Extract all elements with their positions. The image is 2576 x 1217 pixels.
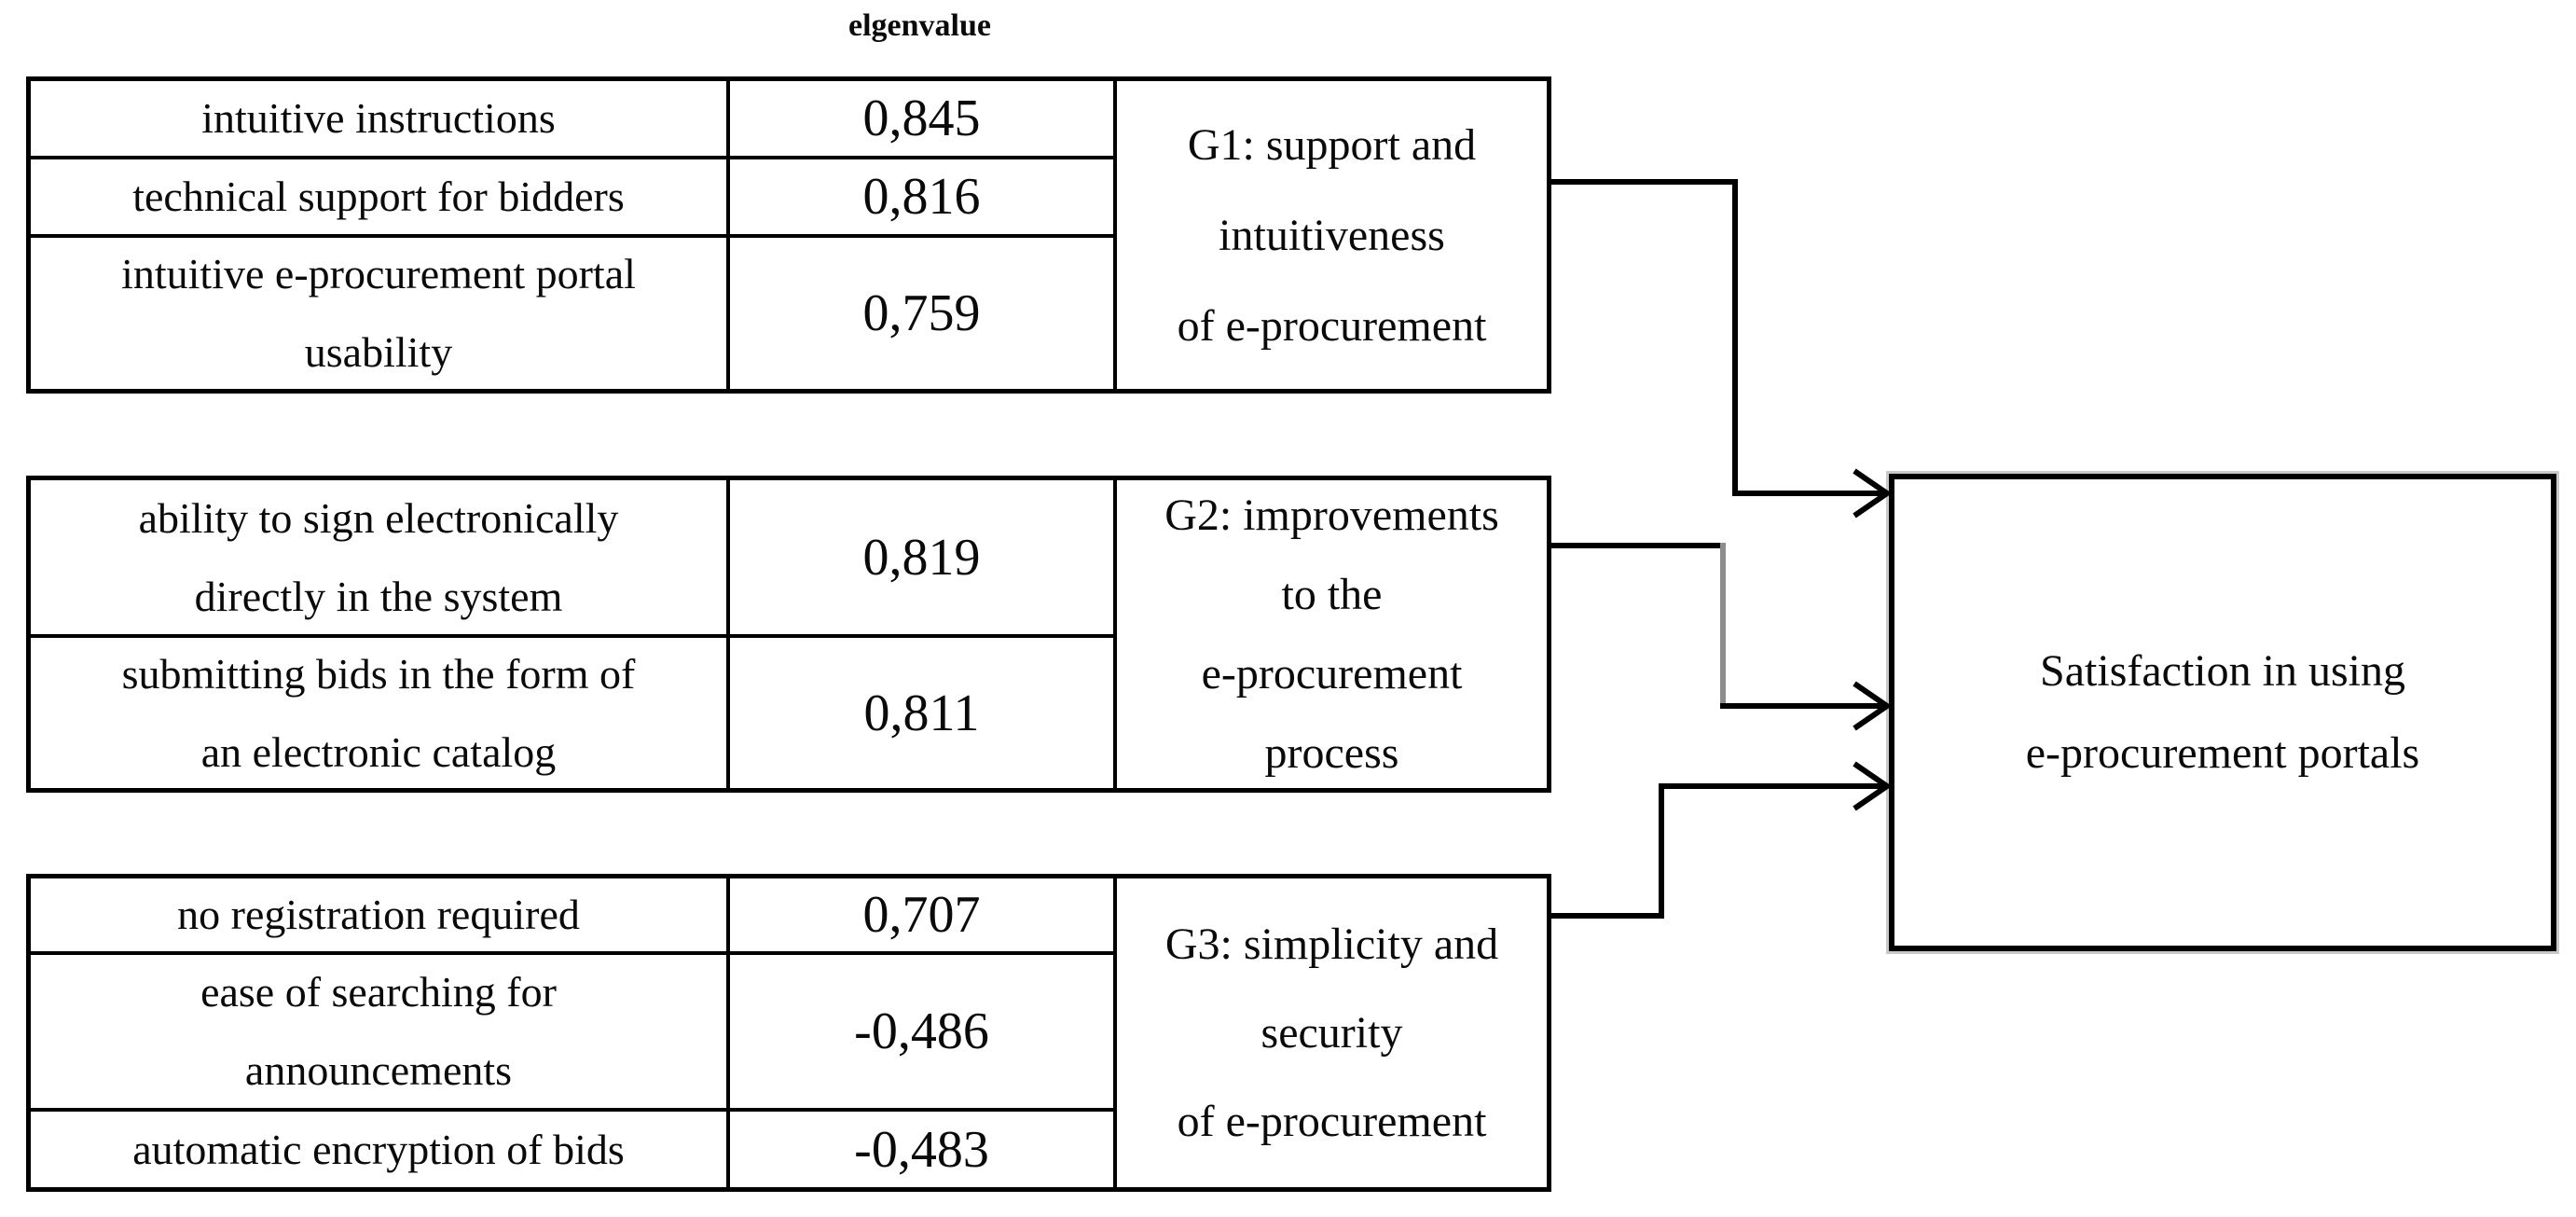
factor-label-line: directly in the system [194, 572, 563, 620]
eigenvalue-column-header: elgenvalue [848, 8, 991, 43]
eigenvalue-value-cell: 0,816 [726, 156, 1113, 234]
eigenvalue-value-cell: 0,845 [726, 81, 1113, 156]
g1-arrowhead-icon [1853, 468, 1893, 519]
factor-label-line: usability [304, 328, 453, 376]
factor-label-line: announcements [244, 1046, 513, 1094]
g1-connector-line [1551, 179, 1885, 496]
factor-label-cell: intuitive e-procurement portal usability [31, 234, 726, 389]
group-label-line: of e-procurement [1177, 1097, 1487, 1146]
factor-label-line: technical support for bidders [132, 173, 625, 220]
eigenvalue-value-cell: 0,819 [726, 480, 1113, 634]
group-label-line: e-procurement [1201, 649, 1463, 698]
factor-label-line: no registration required [177, 891, 580, 938]
factor-label-cell: intuitive instructions [31, 81, 726, 156]
factor-label-cell: ability to sign electronically directly … [31, 480, 726, 634]
outcome-label-line: e-procurement portals [2025, 728, 2420, 778]
eigenvalue-value-cell: 0,707 [726, 878, 1113, 951]
outcome-label-line: Satisfaction in using [2040, 646, 2405, 696]
g3-connector-line [1551, 783, 1885, 919]
factor-label-line: intuitive e-procurement portal [121, 250, 636, 297]
factor-label-cell: ease of searching for announcements [31, 951, 726, 1108]
group-label-cell-g2: G2: improvements to the e-procurement pr… [1113, 480, 1547, 788]
group-label-line: of e-procurement [1177, 300, 1487, 351]
factor-label-line: intuitive instructions [201, 94, 556, 142]
group-label-line: G1: support and [1187, 119, 1477, 170]
factor-table-g1: intuitive instructions 0,845 G1: support… [26, 76, 1551, 394]
group-label-line: to the [1281, 570, 1383, 619]
group-label-cell-g3: G3: simplicity and security of e-procure… [1113, 878, 1547, 1187]
group-label-line: intuitiveness [1219, 210, 1445, 260]
group-label-cell-g1: G1: support and intuitiveness of e-procu… [1113, 81, 1547, 389]
eigenvalue-value-cell: 0,811 [726, 634, 1113, 788]
group-label-line: G3: simplicity and [1164, 920, 1499, 969]
factor-label-cell: no registration required [31, 878, 726, 951]
factor-label-line: submitting bids in the form of [121, 649, 636, 698]
factor-label-cell: submitting bids in the form of an electr… [31, 634, 726, 788]
factor-table-g2: ability to sign electronically directly … [26, 476, 1551, 793]
factor-label-line: automatic encryption of bids [132, 1125, 625, 1173]
factor-label-line: an electronic catalog [200, 727, 557, 776]
eigenvalue-value-cell: -0,486 [726, 951, 1113, 1108]
group-label-line: process [1264, 728, 1399, 778]
factor-label-line: ability to sign electronically [138, 493, 619, 542]
satisfaction-outcome-box: Satisfaction in using e-procurement port… [1886, 471, 2559, 954]
factor-label-cell: automatic encryption of bids [31, 1108, 726, 1187]
g2-arrowhead-icon [1853, 681, 1893, 731]
eigenvalue-value-cell: 0,759 [726, 234, 1113, 389]
g3-arrowhead-icon [1853, 761, 1893, 811]
factor-label-line: ease of searching for [200, 968, 557, 1016]
group-label-line: G2: improvements [1164, 491, 1499, 540]
factor-table-g3: no registration required 0,707 G3: simpl… [26, 874, 1551, 1192]
eigenvalue-value-cell: -0,483 [726, 1108, 1113, 1187]
group-label-line: security [1260, 1008, 1403, 1058]
factor-label-cell: technical support for bidders [31, 156, 726, 234]
